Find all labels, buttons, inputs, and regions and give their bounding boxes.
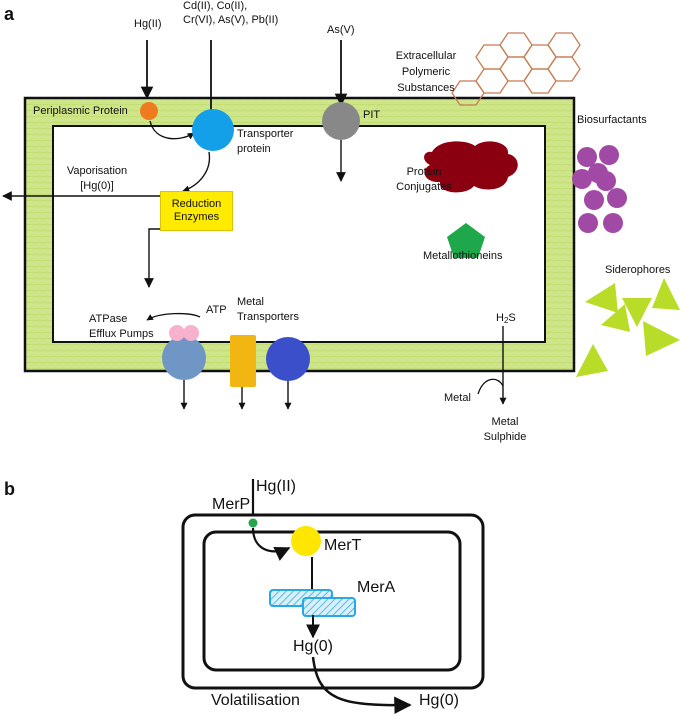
transporter-to-enzymes-arrow <box>182 151 211 193</box>
h2s-subscript: 2 <box>503 316 509 325</box>
pit-protein <box>322 102 360 140</box>
eps-label-line1: Extracellular <box>395 50 457 62</box>
hg-ii-label: Hg(II) <box>134 18 162 30</box>
metal-sulphide-line1: Metal <box>491 416 519 428</box>
metallothioneins-label: Metallothioneins <box>423 250 503 262</box>
reduction-label-line2: Enzymes <box>173 211 220 223</box>
h2s-h: H <box>496 312 504 324</box>
mert-circle <box>291 526 321 556</box>
metal-transporter-round <box>266 337 310 381</box>
b-hg0-inner-label: Hg(0) <box>293 638 334 655</box>
volatilisation-label: Volatilisation <box>211 692 300 709</box>
biosurfactant-spheres <box>572 145 627 233</box>
transporter-label-line2: protein <box>237 143 271 155</box>
metal-curve-arrow <box>477 378 504 395</box>
panel-b-label: b <box>4 479 15 499</box>
h2s-label: H2S <box>496 312 516 325</box>
protein-conjugates-line1: Protein <box>406 166 442 178</box>
eps-label-line3: Substances <box>397 82 455 94</box>
transporter-protein <box>192 109 234 151</box>
merp-dot <box>248 518 258 528</box>
vaporisation-label-line2: [Hg(0)] <box>80 180 114 192</box>
atpase-label-line2: Efflux Pumps <box>89 328 154 340</box>
protein-conjugates-line2: Conjugates <box>396 181 452 193</box>
metals-label-line1: Cd(II), Co(II), <box>183 0 248 12</box>
mert-label: MerT <box>324 537 362 554</box>
asv-label: As(V) <box>327 24 355 36</box>
b-volatilisation-arrow <box>311 656 412 714</box>
eps-label-line2: Polymeric <box>401 66 451 78</box>
metal-label: Metal <box>444 392 471 404</box>
metal-transporter-channel <box>230 335 256 387</box>
transporter-label-line1: Transporter <box>237 128 294 140</box>
atp-lobe-right <box>183 325 199 341</box>
metal-sulphide-line2: Sulphide <box>483 431 527 443</box>
b-hg-ii-label: Hg(II) <box>256 478 296 495</box>
eps-hexagons <box>451 32 581 106</box>
reduction-enzymes-box: Reduction Enzymes <box>160 191 233 231</box>
mera-label: MerA <box>357 579 396 596</box>
atpase-pump <box>162 336 206 380</box>
metal-transporters-line1: Metal <box>237 296 264 308</box>
periplasmic-to-transporter-arrow <box>149 120 195 140</box>
periplasmic-protein-label: Periplasmic Protein <box>33 105 128 117</box>
h2s-s: S <box>508 312 516 324</box>
enzyme-out-arrow <box>144 228 160 288</box>
metal-transporters-line2: Transporters <box>237 311 299 323</box>
atp-arrow <box>146 312 201 321</box>
pit-label: PIT <box>363 109 381 121</box>
atpase-label-line1: ATPase <box>89 313 128 325</box>
metals-label-line2: Cr(VI), As(V), Pb(II) <box>183 14 279 26</box>
siderophore-triangles <box>576 278 680 377</box>
metallothioneins-pentagon <box>447 223 485 258</box>
atp-lobe-left <box>169 325 185 341</box>
vaporisation-label-line1: Vaporisation <box>66 165 128 177</box>
mera-block-2 <box>302 597 356 617</box>
merp-label: MerP <box>212 496 251 513</box>
biosurfactants-label: Biosurfactants <box>577 114 647 126</box>
siderophores-label: Siderophores <box>605 264 671 276</box>
b-merp-to-mert-arrow <box>251 527 291 561</box>
protein-conjugates-blob <box>424 141 518 193</box>
b-hg0-out-label: Hg(0) <box>419 692 460 709</box>
periplasmic-protein-dot <box>140 102 158 120</box>
atp-label: ATP <box>206 304 227 316</box>
reduction-label-line1: Reduction <box>171 197 222 210</box>
panel-a-label: a <box>4 4 15 24</box>
